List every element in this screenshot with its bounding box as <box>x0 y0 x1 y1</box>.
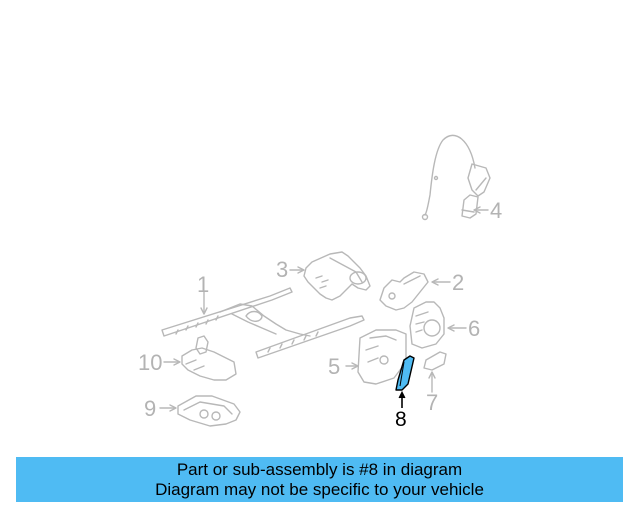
part-8-highlighted[interactable] <box>395 355 415 408</box>
callout-9[interactable]: 9 <box>144 396 157 421</box>
info-banner: Part or sub-assembly is #8 in diagram Di… <box>16 457 623 502</box>
callout-1[interactable]: 1 <box>197 272 210 297</box>
part-3-motor-bracket[interactable] <box>303 251 371 301</box>
part-9-control-module[interactable] <box>177 395 241 427</box>
callout-6[interactable]: 6 <box>468 316 481 341</box>
callout-2[interactable]: 2 <box>452 270 465 295</box>
part-2-motor[interactable] <box>379 271 429 311</box>
part-6-switch-assembly[interactable] <box>409 301 445 349</box>
callout-3[interactable]: 3 <box>276 257 289 282</box>
banner-line-disclaimer: Diagram may not be specific to your vehi… <box>155 480 484 499</box>
part-10-motor-module[interactable] <box>181 335 237 381</box>
callout-8[interactable]: 8 <box>395 408 407 431</box>
banner-line-part-number: Part or sub-assembly is #8 in diagram <box>176 460 463 479</box>
part-1-seat-track[interactable] <box>161 287 365 359</box>
callout-4[interactable]: 4 <box>490 198 503 223</box>
callout-5[interactable]: 5 <box>328 354 341 379</box>
callout-7[interactable]: 7 <box>426 390 439 415</box>
part-5-switch-housing[interactable] <box>357 329 407 385</box>
leader-arrows <box>159 206 489 412</box>
part-7-knob[interactable] <box>423 351 447 371</box>
callout-10[interactable]: 10 <box>138 350 163 375</box>
part-4-lumbar-motor[interactable] <box>421 134 491 221</box>
